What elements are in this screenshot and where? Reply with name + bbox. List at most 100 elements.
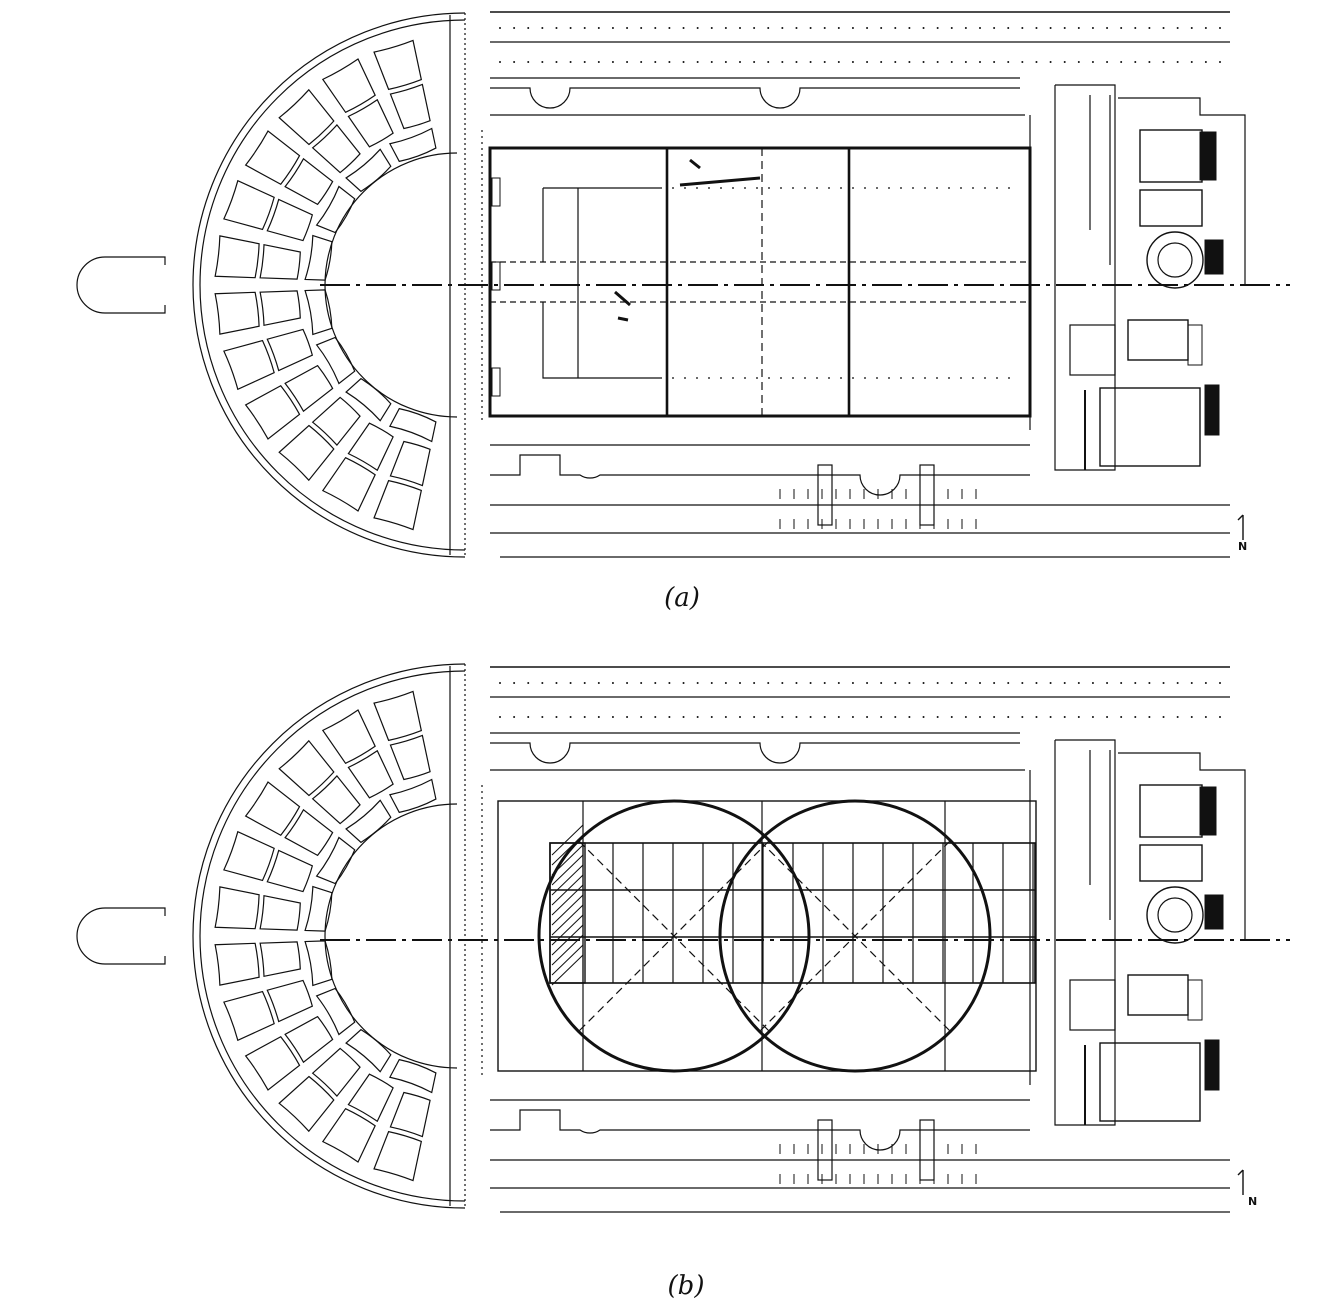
exedra-shop xyxy=(223,179,275,231)
portico-colonnade xyxy=(908,682,911,684)
portico-colonnade xyxy=(1204,716,1207,718)
portico-colonnade xyxy=(1106,682,1109,684)
door-mark xyxy=(491,367,501,397)
portico-colonnade xyxy=(527,27,530,29)
portico-colonnade xyxy=(513,682,516,684)
plan-b: N (b) xyxy=(0,655,1335,1316)
portico-colonnade xyxy=(1176,27,1179,29)
exedra-shop xyxy=(373,690,423,742)
portico-colonnade xyxy=(611,716,614,718)
portico-colonnade xyxy=(640,716,643,718)
forum-b xyxy=(320,666,1290,1213)
exedra-shop xyxy=(266,979,314,1023)
portico-colonnade xyxy=(753,27,756,29)
plan-a: N (a) xyxy=(0,0,1335,630)
portico-colonnade xyxy=(823,27,826,29)
portico-colonnade xyxy=(1219,61,1221,63)
portico-colonnade xyxy=(908,27,911,29)
portico-colonnade xyxy=(1134,61,1137,63)
portico-colonnade xyxy=(640,27,643,29)
exedra-shop xyxy=(284,1015,334,1064)
portico-colonnade xyxy=(781,61,784,63)
portico-colonnade xyxy=(767,27,770,29)
portico-colonnade xyxy=(767,716,770,718)
exedra-shop xyxy=(311,396,361,446)
portico-colonnade xyxy=(1120,716,1123,718)
portico-colonnade xyxy=(724,716,727,718)
exedra-shop xyxy=(304,234,333,281)
portico-colonnade xyxy=(1219,716,1221,718)
portico-colonnade xyxy=(569,716,572,718)
portico-colonnade xyxy=(541,716,544,718)
portico-colonnade xyxy=(979,682,981,684)
diagonal xyxy=(578,840,770,1032)
compass-a xyxy=(1237,514,1244,540)
portico-colonnade xyxy=(583,682,586,684)
portico-colonnade xyxy=(696,27,699,29)
portico-colonnade xyxy=(823,682,826,684)
portico-colonnade xyxy=(936,682,939,684)
exedra-shop xyxy=(244,781,301,837)
library-wall xyxy=(490,454,1030,496)
exedra-shop xyxy=(389,83,431,130)
north-label-a: N xyxy=(1238,540,1248,553)
portico-colonnade xyxy=(724,27,727,29)
library-wall xyxy=(490,87,1020,109)
stair-block xyxy=(919,464,935,526)
portico-colonnade xyxy=(1148,716,1151,718)
portico-colonnade xyxy=(710,61,713,63)
portico-colonnade xyxy=(499,716,501,718)
plan-b-drawing xyxy=(76,663,1290,1213)
market-room xyxy=(1139,129,1203,183)
market-room xyxy=(1069,324,1116,376)
portico-colonnade xyxy=(1176,61,1179,63)
portico-colonnade xyxy=(936,716,939,718)
excavated-remains xyxy=(679,158,761,187)
portico-colonnade xyxy=(611,682,614,684)
hatch-line xyxy=(551,924,584,956)
basilica-inner xyxy=(542,187,660,379)
portico-colonnade xyxy=(654,27,657,29)
exedra-shop xyxy=(388,127,437,163)
portico-colonnade xyxy=(1120,27,1123,29)
exedra-shop xyxy=(223,339,275,391)
portico-colonnade xyxy=(1134,682,1137,684)
portico-colonnade xyxy=(979,61,981,63)
exedra-shop xyxy=(345,148,392,193)
portico-colonnade xyxy=(795,716,798,718)
basilica-frame xyxy=(488,146,1032,418)
exedra-shop xyxy=(311,775,361,825)
market-room xyxy=(1069,979,1116,1031)
exedra-shop xyxy=(373,1130,423,1182)
exedra-shop xyxy=(214,942,260,986)
portico-colonnade xyxy=(1190,61,1193,63)
portico-colonnade xyxy=(1106,61,1109,63)
portico-colonnade xyxy=(866,27,869,29)
exedra-shop xyxy=(315,987,356,1036)
portico-colonnade xyxy=(527,682,530,684)
portico-colonnade xyxy=(1219,27,1221,29)
portico-colonnade xyxy=(1077,716,1080,718)
exedra-shop xyxy=(388,778,437,814)
exedra-shop xyxy=(266,849,314,893)
portico-colonnade xyxy=(1021,682,1024,684)
portico-colonnade xyxy=(569,682,572,684)
portico-colonnade xyxy=(1049,27,1052,29)
market-wing xyxy=(1118,752,1246,940)
portico-colonnade xyxy=(597,27,600,29)
portico-colonnade xyxy=(1148,27,1151,29)
portico-colonnade xyxy=(922,27,925,29)
portico-colonnade xyxy=(1091,27,1094,29)
portico-colonnade xyxy=(682,682,685,684)
portico-colonnade xyxy=(894,682,897,684)
portico-colonnade xyxy=(979,27,981,29)
exedra-shop xyxy=(259,243,301,280)
portico-colonnade xyxy=(795,682,798,684)
exedra-shop xyxy=(373,479,423,531)
exedra-shop xyxy=(214,235,260,279)
portico-colonnade xyxy=(640,61,643,63)
exedra-shop xyxy=(345,1028,392,1073)
market-room xyxy=(1139,784,1203,838)
portico-colonnade xyxy=(1063,61,1066,63)
portico-colonnade xyxy=(696,682,699,684)
